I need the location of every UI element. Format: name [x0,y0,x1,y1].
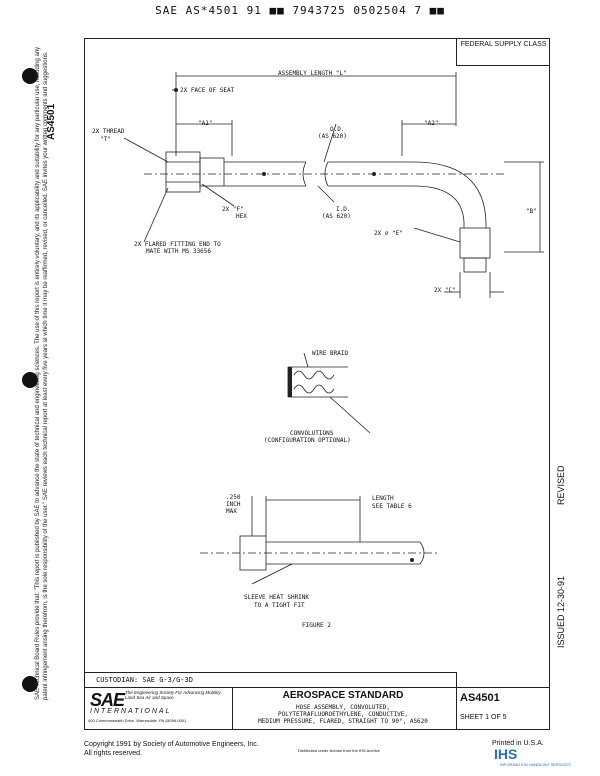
title-block-divider [456,672,457,730]
binder-hole-top [22,68,38,84]
wire-braid-label: WIRE BRAID [312,350,349,357]
flared-fitting-label: 2X FLARED FITTING END TO [134,241,221,248]
id-ref-label: (AS 620) [322,213,351,220]
od-ref-label: (AS 620) [318,133,347,140]
document-header-code: SAE AS*4501 91 ■■ 7943725 0502504 7 ■■ [155,4,445,17]
figure-caption: FIGURE 2 [302,622,331,629]
length-label: LENGTH [372,495,394,502]
thread-t-label: "T" [100,136,111,143]
dim-b-label: "B" [526,208,537,215]
hose-assembly-drawing [123,72,544,298]
sae-rules-note: SAE Technical Board Rules provide that: … [35,46,49,700]
copyright-notice: Copyright 1991 by Society of Automotive … [84,740,259,758]
assembly-length-label: ASSEMBLY LENGTH "L" [278,70,347,77]
sae-tagline: The Engineering Society For Advancing Mo… [125,690,221,700]
federal-supply-class-box: FEDERAL SUPPLY CLASS [456,38,550,66]
tight-fit-label: TO A TIGHT FIT [254,602,305,609]
title-block-divider-left [232,688,233,730]
dim-max-label: MAX [226,508,237,515]
convolutions-label: CONVOLUTIONS [290,430,334,437]
title-block [84,688,550,730]
sae-international: INTERNATIONAL [90,708,172,715]
printed-in-usa: Printed in U.S.A. [492,740,544,747]
mate-ms-label: MATE WITH MS 33656 [146,248,212,255]
binder-hole-bottom [22,676,38,692]
face-of-seat-label: 2X FACE OF SEAT [180,87,235,94]
sleeve-heat-shrink-label: SLEEVE HEAT SHRINK [244,594,310,601]
od-label: O.D. [330,126,345,133]
sheet-number: SHEET 1 OF 5 [460,714,507,721]
revised-label: REVISED [556,465,566,505]
description-line-1: HOSE ASSEMBLY, CONVOLUTED, [296,704,390,711]
copyright-line-2: All rights reserved. [84,750,142,757]
convolutions-optional-label: (CONFIGURATION OPTIONAL) [264,437,351,444]
hex-sub-label: HEX [236,213,247,220]
convolution-detail-drawing [287,352,371,434]
issued-label: ISSUED 12-30-91 [556,575,566,648]
ihs-logo: IHS [494,746,518,762]
description-line-3: MEDIUM PRESSURE, FLARED, STRAIGHT TO 90°… [258,718,428,725]
custodian-field: CUSTODIAN: SAE G-3/G-3D [84,672,456,688]
ihs-subtitle: INFORMATION HANDLING SERVICES [500,762,571,767]
drawing-frame [84,38,550,688]
binder-hole-middle [22,372,38,388]
dim-c-label: 2X "C" [434,287,456,294]
a2-label: "A2" [424,120,439,127]
id-label: I.D. [336,206,351,213]
dia-e-label: 2X ∅ "E" [374,230,403,237]
standard-description: HOSE ASSEMBLY, CONVOLUTED, POLYTETRAFLUO… [236,704,450,725]
figure-2-drawing [200,496,440,585]
thread-label: 2X THREAD [92,128,125,135]
distribution-note: Distributed under license from the IHS A… [298,748,380,753]
a1-label: "A1" [198,120,213,127]
copyright-line-1: Copyright 1991 by Society of Automotive … [84,741,259,748]
dim-250-label: .250 [226,494,241,501]
see-table-label: SEE TABLE 6 [372,503,412,510]
description-line-2: POLYTETRAFLUOROETHYLENE, CONDUCTIVE, [277,711,409,718]
sae-logo: SAE [90,690,125,710]
standard-title: AEROSPACE STANDARD [282,690,404,701]
hex-label: 2X "F" [222,206,244,213]
sae-address: 400 Commonwealth Drive, Warrendale, PA 1… [88,718,187,723]
document-number: AS4501 [460,692,500,704]
dim-inch-label: INCH [226,501,241,508]
